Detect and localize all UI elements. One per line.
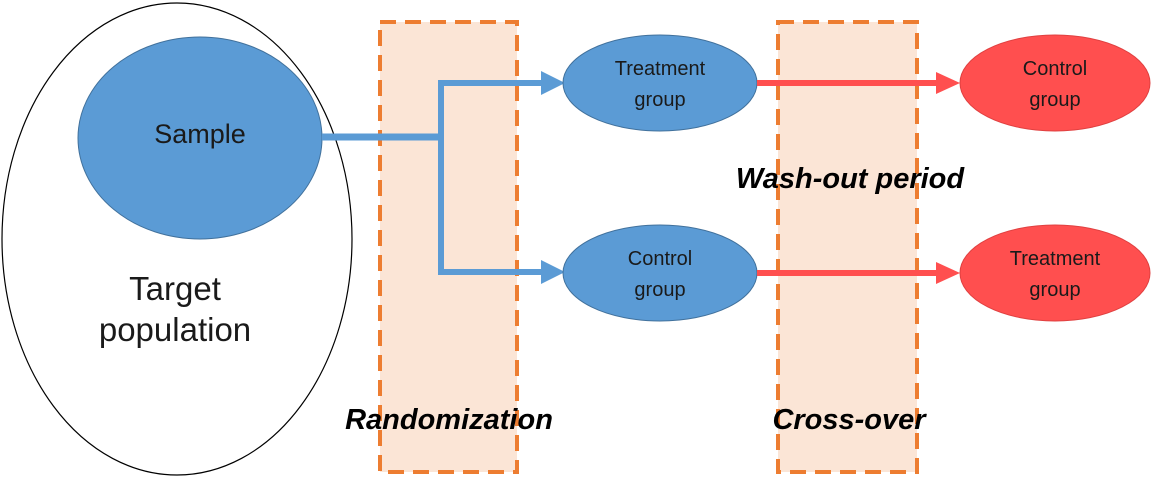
period1-top-line1: Treatment	[614, 58, 706, 80]
crossover-arrowhead-bottom	[936, 262, 960, 284]
target-population-line1: Target	[129, 270, 221, 307]
period1-top-label: Treatment group	[563, 54, 757, 116]
period2-top-ellipse	[959, 34, 1151, 132]
randomization-label: Randomization	[345, 404, 553, 436]
crossover-arrowhead-top	[936, 72, 960, 94]
arrowhead-bottom	[541, 260, 565, 284]
randomization-band	[378, 20, 519, 474]
period2-top-line1: Control	[1022, 58, 1088, 80]
sample-label: Sample	[154, 119, 246, 149]
period2-bottom-label: Treatment group	[958, 244, 1151, 306]
period1-bottom-label: Control group	[563, 244, 757, 306]
period2-top-label: Control group	[958, 54, 1151, 116]
period2-bottom-ellipse	[959, 224, 1151, 322]
washout-label: Wash-out period	[735, 163, 965, 195]
arrowhead-top	[541, 71, 565, 95]
target-population-label: Target population	[40, 268, 310, 351]
period1-top-line2: group	[634, 89, 686, 111]
period1-bottom-line2: group	[634, 279, 686, 301]
crossover-label: Cross-over	[772, 404, 926, 436]
period2-top-line2: group	[1029, 89, 1081, 111]
period1-bottom-line1: Control	[627, 248, 693, 270]
target-population-line2: population	[98, 311, 252, 349]
crossover-band	[776, 20, 919, 474]
period2-bottom-line2: group	[1029, 279, 1081, 301]
period2-bottom-line1: Treatment	[1009, 248, 1101, 270]
